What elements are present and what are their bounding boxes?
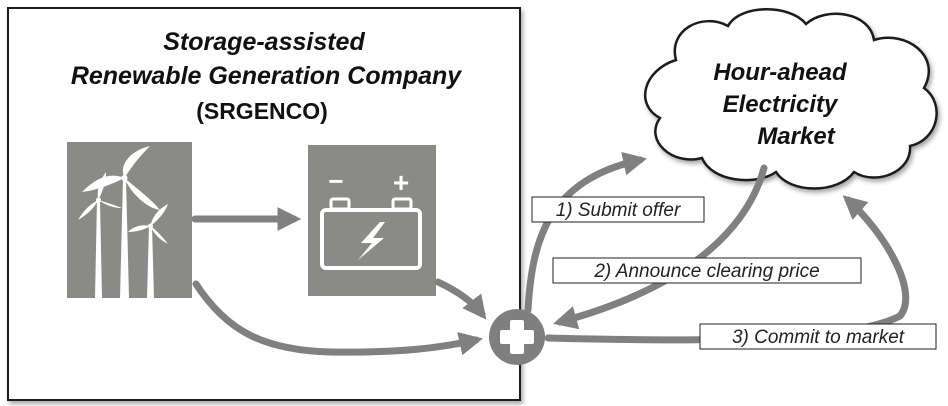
cloud-icon <box>643 8 938 190</box>
arrow-battery-to-combiner <box>434 278 487 320</box>
market-label-line1: Hour-ahead <box>713 59 848 86</box>
company-title-line2: Renewable Generation Company <box>71 62 462 90</box>
market-label-line3: Market <box>757 123 835 150</box>
battery-icon: − + <box>308 145 436 296</box>
arrow-turbine-to-combiner <box>192 280 483 356</box>
step3-text: 3) Commit to market <box>732 327 905 348</box>
battery-minus-label: − <box>328 166 343 196</box>
company-title-line3: (SRGENCO) <box>196 98 328 124</box>
market-label-line2: Electricity <box>723 91 839 118</box>
wind-turbine-icon <box>67 142 192 298</box>
step2-text: 2) Announce clearing price <box>593 261 819 282</box>
step3-label: 3) Commit to market <box>699 323 937 350</box>
company-title-line1: Storage-assisted <box>163 28 365 56</box>
arrow-commit-market <box>544 195 910 344</box>
plus-icon <box>489 309 545 365</box>
battery-plus-label: + <box>393 167 409 198</box>
arrow-announce-price <box>553 164 768 330</box>
step2-label: 2) Announce clearing price <box>552 257 862 284</box>
arrow-submit-offer <box>524 151 647 314</box>
step1-label: 1) Submit offer <box>531 196 705 223</box>
step1-text: 1) Submit offer <box>556 200 681 221</box>
